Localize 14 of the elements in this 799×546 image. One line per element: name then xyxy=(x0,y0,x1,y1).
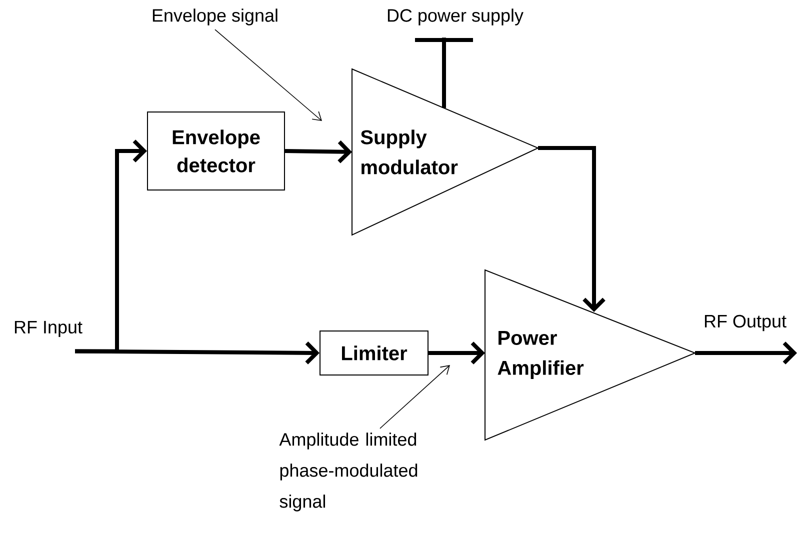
label-text: Envelope signal xyxy=(152,8,278,26)
label-text: DC power supply xyxy=(388,8,524,26)
arrow xyxy=(538,146,606,312)
label-text: RF Output xyxy=(704,314,786,332)
arrow xyxy=(74,342,320,364)
label-text: RF Input xyxy=(14,320,82,338)
leader-line xyxy=(214,29,322,121)
arrow xyxy=(284,140,352,164)
arrow xyxy=(428,342,485,364)
process-box: Limiter xyxy=(320,330,428,376)
label-text: Amplitude limited phase-modulated signal xyxy=(279,432,418,512)
leader-line xyxy=(380,365,450,429)
arrow xyxy=(695,342,798,364)
process-box: Envelope detector xyxy=(147,112,285,190)
